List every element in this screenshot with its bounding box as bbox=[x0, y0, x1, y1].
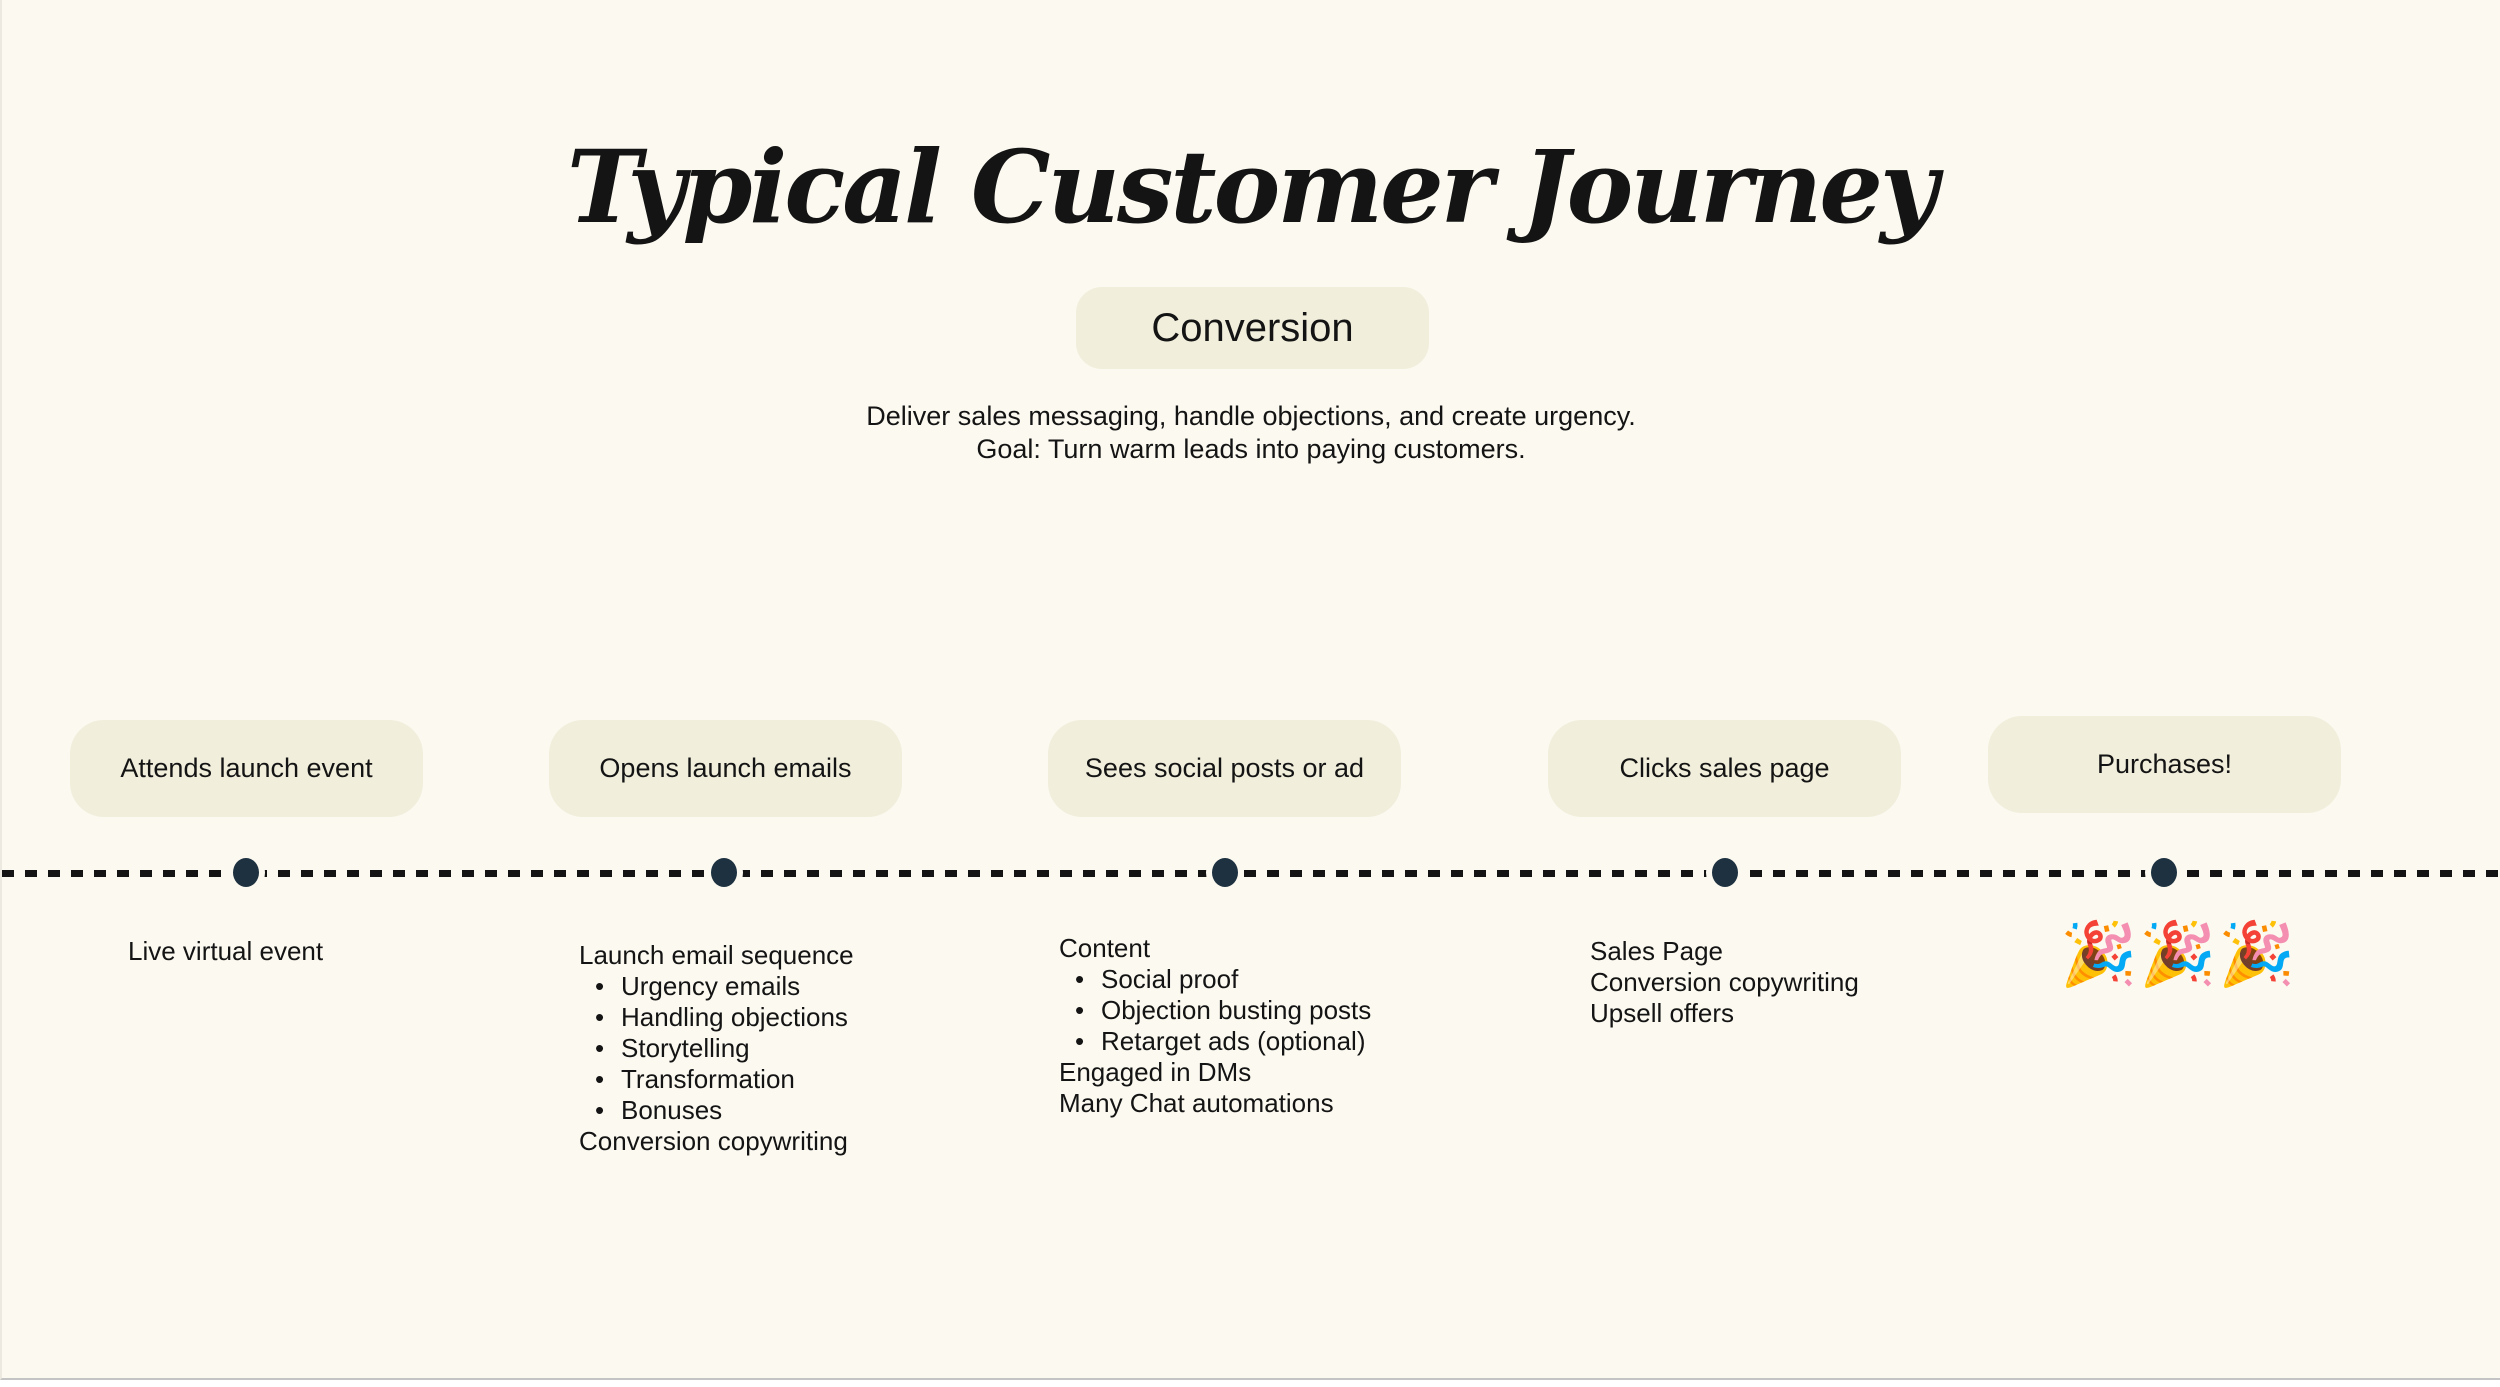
detail-line: Upsell offers bbox=[1590, 998, 1735, 1028]
stage-details-opens-launch-emails: Launch email sequenceUrgency emailsHandl… bbox=[579, 940, 854, 1157]
detail-line: Launch email sequence bbox=[579, 940, 854, 970]
stage-pill-label: Opens launch emails bbox=[599, 753, 852, 783]
detail-line: Content bbox=[1059, 933, 1151, 963]
detail-line: Handling objections bbox=[579, 1002, 854, 1033]
detail-line: Urgency emails bbox=[579, 971, 854, 1002]
timeline-dot-1 bbox=[233, 858, 259, 887]
detail-line: Social proof bbox=[1059, 964, 1371, 995]
stage-details-attends-launch-event: Live virtual event bbox=[128, 936, 323, 967]
phase-badge-label: Conversion bbox=[1151, 305, 1354, 350]
detail-line: Bonuses bbox=[579, 1095, 854, 1126]
detail-line: Conversion copywriting bbox=[1590, 967, 1859, 997]
detail-line: Objection busting posts bbox=[1059, 995, 1371, 1026]
timeline-dot-3 bbox=[1212, 858, 1238, 887]
detail-line: Live virtual event bbox=[128, 936, 324, 966]
stage-pill-purchases: Purchases! bbox=[1988, 716, 2341, 813]
timeline-dashed-line bbox=[2, 870, 2500, 877]
timeline-dot-5 bbox=[2151, 858, 2177, 887]
detail-line: Many Chat automations bbox=[1059, 1088, 1334, 1118]
party-popper-emojis: 🎉🎉🎉 bbox=[2060, 920, 2298, 989]
detail-line: Transformation bbox=[579, 1064, 854, 1095]
detail-line: Sales Page bbox=[1590, 936, 1723, 966]
stage-pill-label: Sees social posts or ad bbox=[1084, 753, 1365, 783]
timeline-dot-2 bbox=[711, 858, 737, 887]
detail-line: Conversion copywriting bbox=[579, 1126, 848, 1156]
phase-description-line1: Deliver sales messaging, handle objectio… bbox=[866, 401, 1636, 431]
phase-description: Deliver sales messaging, handle objectio… bbox=[2, 400, 2500, 466]
timeline-dot-4 bbox=[1712, 858, 1738, 887]
detail-line: Retarget ads (optional) bbox=[1059, 1026, 1371, 1057]
phase-badge-conversion: Conversion bbox=[1076, 287, 1429, 369]
stage-pill-attends-launch-event: Attends launch event bbox=[70, 720, 423, 817]
stage-pill-opens-launch-emails: Opens launch emails bbox=[549, 720, 902, 817]
stage-pill-sees-social-posts: Sees social posts or ad bbox=[1048, 720, 1401, 817]
phase-description-line2: Goal: Turn warm leads into paying custom… bbox=[976, 434, 1526, 464]
detail-line: Storytelling bbox=[579, 1033, 854, 1064]
stage-details-sees-social-posts: ContentSocial proofObjection busting pos… bbox=[1059, 933, 1371, 1119]
stage-pill-label: Attends launch event bbox=[120, 753, 373, 783]
stage-pill-clicks-sales-page: Clicks sales page bbox=[1548, 720, 1901, 817]
page-title: Typical Customer Journey bbox=[566, 128, 1938, 246]
detail-line: Engaged in DMs bbox=[1059, 1057, 1252, 1087]
stage-pill-label: Purchases! bbox=[2096, 749, 2233, 779]
stage-pill-label: Clicks sales page bbox=[1619, 753, 1830, 783]
